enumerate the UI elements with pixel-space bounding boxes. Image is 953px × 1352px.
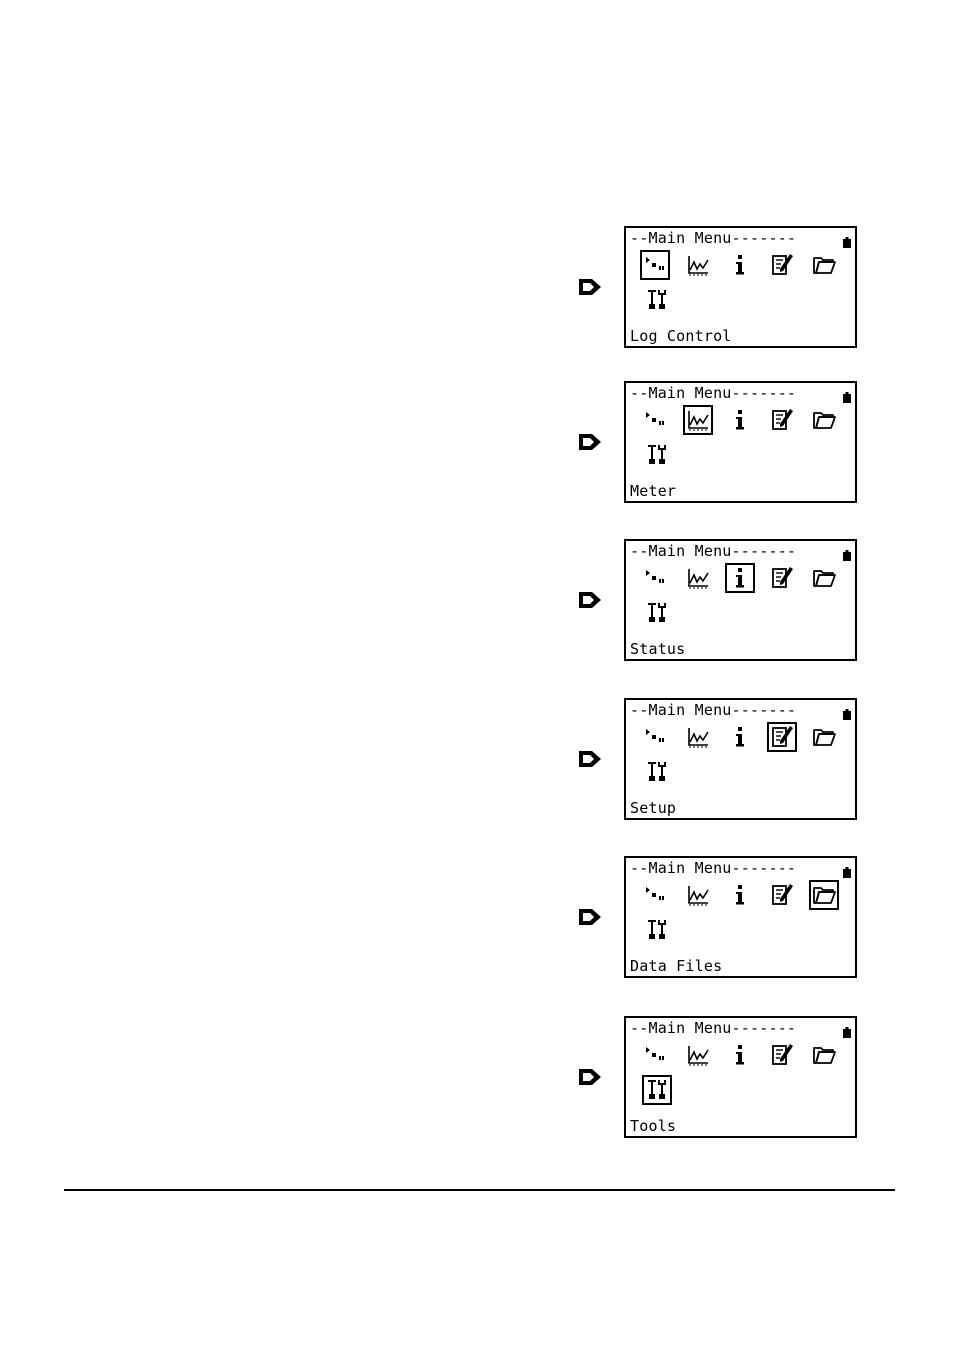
log-control-icon[interactable]	[640, 250, 670, 280]
arrow-pointer-icon	[578, 908, 602, 926]
tools-icon[interactable]	[642, 440, 672, 470]
selected-item-label: Status	[630, 640, 685, 658]
lcd-main-menu-screen: --Main Menu------- Status	[624, 539, 857, 661]
battery-icon	[843, 233, 851, 244]
data-files-folder-icon[interactable]	[809, 405, 839, 435]
meter-icon[interactable]	[683, 880, 713, 910]
screen-title: --Main Menu-------	[630, 229, 796, 247]
menu-step-row: --Main Menu------- Tools	[0, 1016, 953, 1138]
data-files-folder-icon[interactable]	[809, 722, 839, 752]
status-info-icon[interactable]	[725, 250, 755, 280]
arrow-pointer-icon	[578, 1068, 602, 1086]
status-info-icon[interactable]	[725, 405, 755, 435]
setup-edit-icon[interactable]	[767, 880, 797, 910]
status-info-icon[interactable]	[725, 880, 755, 910]
menu-step-row: --Main Menu------- Data Files	[0, 856, 953, 978]
log-control-icon[interactable]	[640, 405, 670, 435]
setup-edit-icon[interactable]	[767, 563, 797, 593]
status-info-icon[interactable]	[725, 563, 755, 593]
selected-item-label: Tools	[630, 1117, 676, 1135]
tools-icon[interactable]	[642, 915, 672, 945]
data-files-folder-icon[interactable]	[809, 1040, 839, 1070]
battery-icon	[843, 546, 851, 557]
tools-icon[interactable]	[642, 1075, 672, 1105]
screen-title: --Main Menu-------	[630, 542, 796, 560]
meter-icon[interactable]	[683, 722, 713, 752]
log-control-icon[interactable]	[640, 722, 670, 752]
data-files-folder-icon[interactable]	[809, 250, 839, 280]
meter-icon[interactable]	[683, 405, 713, 435]
meter-icon[interactable]	[683, 250, 713, 280]
menu-step-row: --Main Menu------- Meter	[0, 381, 953, 503]
log-control-icon[interactable]	[640, 1040, 670, 1070]
arrow-pointer-icon	[578, 278, 602, 296]
battery-icon	[843, 705, 851, 716]
lcd-main-menu-screen: --Main Menu------- Meter	[624, 381, 857, 503]
screen-title: --Main Menu-------	[630, 859, 796, 877]
status-info-icon[interactable]	[725, 722, 755, 752]
selected-item-label: Data Files	[630, 957, 722, 975]
battery-icon	[843, 1023, 851, 1034]
tools-icon[interactable]	[642, 285, 672, 315]
arrow-pointer-icon	[578, 433, 602, 451]
menu-step-row: --Main Menu------- Status	[0, 539, 953, 661]
footer-divider	[64, 1189, 895, 1191]
arrow-pointer-icon	[578, 591, 602, 609]
arrow-pointer-icon	[578, 750, 602, 768]
screen-title: --Main Menu-------	[630, 1019, 796, 1037]
log-control-icon[interactable]	[640, 563, 670, 593]
tools-icon[interactable]	[642, 598, 672, 628]
tools-icon[interactable]	[642, 757, 672, 787]
screen-title: --Main Menu-------	[630, 701, 796, 719]
setup-edit-icon[interactable]	[767, 722, 797, 752]
data-files-folder-icon[interactable]	[809, 880, 839, 910]
meter-icon[interactable]	[683, 1040, 713, 1070]
status-info-icon[interactable]	[725, 1040, 755, 1070]
selected-item-label: Setup	[630, 799, 676, 817]
setup-edit-icon[interactable]	[767, 1040, 797, 1070]
menu-step-row: --Main Menu------- Log Control	[0, 226, 953, 348]
meter-icon[interactable]	[683, 563, 713, 593]
battery-icon	[843, 388, 851, 399]
menu-step-row: --Main Menu------- Setup	[0, 698, 953, 820]
lcd-main-menu-screen: --Main Menu------- Log Control	[624, 226, 857, 348]
data-files-folder-icon[interactable]	[809, 563, 839, 593]
selected-item-label: Meter	[630, 482, 676, 500]
lcd-main-menu-screen: --Main Menu------- Setup	[624, 698, 857, 820]
selected-item-label: Log Control	[630, 327, 732, 345]
lcd-main-menu-screen: --Main Menu------- Tools	[624, 1016, 857, 1138]
screen-title: --Main Menu-------	[630, 384, 796, 402]
battery-icon	[843, 863, 851, 874]
lcd-main-menu-screen: --Main Menu------- Data Files	[624, 856, 857, 978]
setup-edit-icon[interactable]	[767, 250, 797, 280]
log-control-icon[interactable]	[640, 880, 670, 910]
setup-edit-icon[interactable]	[767, 405, 797, 435]
